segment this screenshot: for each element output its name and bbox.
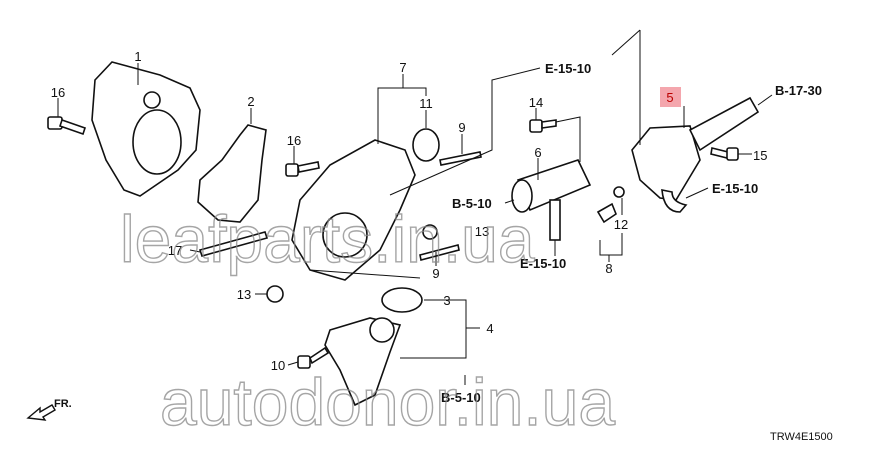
stud-9-top[interactable] (439, 151, 482, 166)
label-13[interactable]: 13 (475, 224, 489, 239)
bolt-15[interactable] (710, 147, 739, 161)
ref-b-5-10-mid[interactable]: B-5-10 (452, 196, 492, 211)
label-1[interactable]: 1 (134, 49, 141, 64)
label-11[interactable]: 11 (419, 96, 433, 111)
sensor-8[interactable] (596, 202, 617, 224)
highlight-part-5 (660, 87, 681, 107)
label-3[interactable]: 3 (443, 293, 450, 308)
label-14[interactable]: 14 (529, 95, 543, 110)
stud-17[interactable] (198, 231, 269, 257)
front-label: FR. (54, 398, 72, 410)
label-15[interactable]: 15 (753, 148, 767, 163)
part-4-thermostat-cover[interactable] (324, 317, 402, 407)
bolt-16-mid[interactable] (285, 161, 320, 177)
front-direction-arrow: FR. (26, 398, 72, 421)
washer-12[interactable] (613, 186, 625, 198)
part-1-pump-cover[interactable] (91, 61, 201, 197)
label-2[interactable]: 2 (247, 94, 254, 109)
ref-b-17-30[interactable]: B-17-30 (775, 83, 822, 98)
ref-e-15-10-right[interactable]: E-15-10 (712, 181, 758, 196)
leader-lines (57, 29, 773, 385)
bolt-14[interactable] (529, 119, 557, 133)
part-3-o-ring[interactable] (381, 287, 423, 313)
label-16[interactable]: 16 (287, 133, 301, 148)
label-17[interactable]: 17 (168, 243, 182, 258)
label-12[interactable]: 12 (614, 217, 628, 232)
label-7[interactable]: 7 (399, 60, 406, 75)
label-8[interactable]: 8 (605, 261, 612, 276)
part-6-cylinder[interactable] (511, 159, 592, 241)
part-5-housing[interactable] (631, 96, 760, 213)
label-10[interactable]: 10 (271, 358, 285, 373)
part-2-gasket[interactable] (197, 124, 267, 223)
nut-13-bottom[interactable] (266, 285, 284, 303)
label-9[interactable]: 9 (458, 120, 465, 135)
watermark-autodonor: autodonor.in.ua (160, 365, 615, 439)
label-5[interactable]: 5 (666, 90, 673, 105)
bolt-10[interactable] (297, 346, 330, 369)
stud-9-bottom[interactable] (419, 244, 460, 261)
ref-e-15-10-mid[interactable]: E-15-10 (520, 256, 566, 271)
nut-13-mid[interactable] (422, 224, 438, 240)
bolt-16-left[interactable] (47, 116, 87, 136)
ref-b-5-10-bottom[interactable]: B-5-10 (441, 390, 481, 405)
label-4[interactable]: 4 (486, 321, 493, 336)
watermark-leafparts: leafparts.in.ua (120, 202, 535, 276)
label-13[interactable]: 13 (237, 287, 251, 302)
label-6[interactable]: 6 (534, 145, 541, 160)
part-7-pump-body[interactable] (291, 139, 416, 281)
diagram-code: TRW4E1500 (770, 431, 833, 443)
label-9[interactable]: 9 (432, 266, 439, 281)
part-11-o-ring[interactable] (412, 128, 440, 162)
label-16[interactable]: 16 (51, 85, 65, 100)
ref-e-15-10-top[interactable]: E-15-10 (545, 61, 591, 76)
